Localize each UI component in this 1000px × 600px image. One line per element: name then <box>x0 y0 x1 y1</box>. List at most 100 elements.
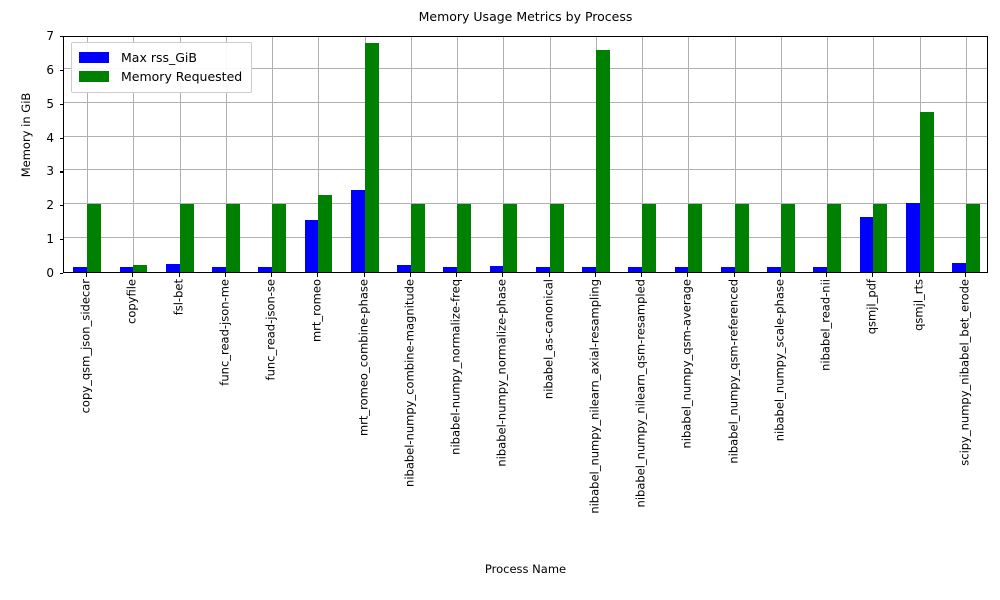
bar <box>535 266 550 272</box>
x-tick-mark <box>826 273 828 277</box>
x-tick-mark <box>964 273 966 277</box>
gridline-vertical <box>965 37 967 272</box>
y-tick-mark <box>59 171 63 173</box>
bar <box>119 266 134 272</box>
x-tick-mark <box>548 273 550 277</box>
x-tick-label: copyfile <box>124 279 139 324</box>
legend-item: Memory Requested <box>79 67 242 86</box>
bar <box>813 266 828 272</box>
x-tick-label: copy_qsm_json_sidecar <box>78 279 93 414</box>
x-tick-label: func_read-json-se <box>263 279 278 381</box>
gridline-vertical <box>688 37 690 272</box>
legend-swatch-max-rss-icon <box>79 52 109 63</box>
bar <box>364 42 379 272</box>
gridline-vertical <box>457 37 459 272</box>
x-tick-label: scipy_numpy_nibabel_bet_erode <box>957 279 972 466</box>
bar <box>489 265 504 272</box>
y-tick-mark <box>59 36 63 38</box>
bar <box>165 263 180 272</box>
bar <box>457 204 471 272</box>
bar <box>318 195 333 272</box>
legend-label: Max rss_GiB <box>121 50 197 65</box>
bar <box>767 266 781 272</box>
x-tick-mark <box>641 273 643 277</box>
gridline-horizontal <box>64 237 987 239</box>
gridline-horizontal <box>64 135 987 137</box>
gridline-vertical <box>549 37 551 272</box>
legend-label: Memory Requested <box>121 69 243 84</box>
gridline-vertical <box>225 37 227 272</box>
gridline-vertical <box>642 37 644 272</box>
bar <box>350 190 365 272</box>
bar <box>304 219 319 272</box>
bar <box>272 204 286 272</box>
chart-legend: Max rss_GiB Memory Requested <box>71 42 253 93</box>
x-tick-label: mrt_romeo_combine-phase <box>355 279 370 437</box>
bar <box>780 204 795 272</box>
gridline-vertical <box>272 37 274 272</box>
y-tick-mark <box>59 137 63 139</box>
y-tick-label: 1 <box>46 232 54 247</box>
y-tick-label: 0 <box>46 266 54 280</box>
gridline-vertical <box>318 37 320 272</box>
x-axis-ticks: copy_qsm_json_sidecar copyfile fsl-bet func… <box>63 273 988 593</box>
x-tick-mark <box>779 273 781 277</box>
bar <box>734 204 749 272</box>
gridline-vertical <box>87 37 89 272</box>
bar <box>919 111 934 272</box>
y-tick-label: 7 <box>46 29 54 43</box>
bar <box>952 262 966 272</box>
bar <box>443 266 458 272</box>
y-tick-label: 6 <box>46 62 54 77</box>
bar <box>674 267 689 272</box>
x-tick-label: func_read-json-me <box>217 279 232 386</box>
y-tick-mark <box>59 273 63 275</box>
bar <box>410 204 425 272</box>
gridline-vertical <box>410 37 412 272</box>
bar <box>133 264 148 272</box>
x-tick-mark <box>872 273 874 277</box>
y-axis-ticks: 0 1 2 3 4 5 6 7 <box>46 30 988 279</box>
legend-item: Max rss_GiB <box>79 48 242 67</box>
x-tick-label: nibabel_numpy_qsm-referenced <box>725 279 740 464</box>
bar <box>905 202 920 272</box>
x-tick-mark <box>132 273 134 277</box>
y-tick-label: 5 <box>46 96 54 111</box>
bar <box>503 204 518 272</box>
y-axis-label: Memory in GiB <box>19 92 33 178</box>
x-tick-label: qsmjl_pdf <box>864 279 879 335</box>
x-tick-label: nibabel_numpy_scale-phase <box>772 279 787 442</box>
bar <box>179 204 194 272</box>
gridline-horizontal <box>64 101 987 103</box>
y-tick-mark <box>59 103 63 105</box>
gridline-horizontal <box>64 169 987 171</box>
bar <box>258 267 273 272</box>
x-tick-label: nibabel_read-nii <box>818 279 833 371</box>
bar <box>628 266 643 272</box>
gridline-horizontal <box>64 67 987 69</box>
x-tick-label: qsmjl_rts <box>910 279 925 331</box>
y-tick-label: 4 <box>46 130 54 145</box>
gridline-vertical <box>179 37 181 272</box>
x-tick-label: nibabel_as-canonical <box>540 279 555 400</box>
bar <box>720 266 735 272</box>
x-tick-label: nibabel_numpy_nilearn_axial-resampling <box>587 279 602 514</box>
y-tick-mark <box>59 205 63 207</box>
y-tick-label: 3 <box>46 164 54 179</box>
x-tick-label: nibabel-numpy_normalize-freq <box>448 279 463 455</box>
x-tick-label: mrt_romeo <box>309 279 324 343</box>
gridline-horizontal <box>64 203 987 205</box>
y-tick-label: 2 <box>46 198 54 213</box>
bar <box>873 204 888 272</box>
x-tick-label: fsl-bet <box>170 279 185 316</box>
gridline-vertical <box>780 37 782 272</box>
x-tick-mark <box>363 273 365 277</box>
bar <box>859 216 874 272</box>
bar <box>397 264 411 272</box>
bar <box>225 204 240 272</box>
gridline-vertical <box>827 37 829 272</box>
x-tick-mark <box>86 273 88 277</box>
x-tick-mark <box>271 273 273 277</box>
bar <box>87 204 101 272</box>
